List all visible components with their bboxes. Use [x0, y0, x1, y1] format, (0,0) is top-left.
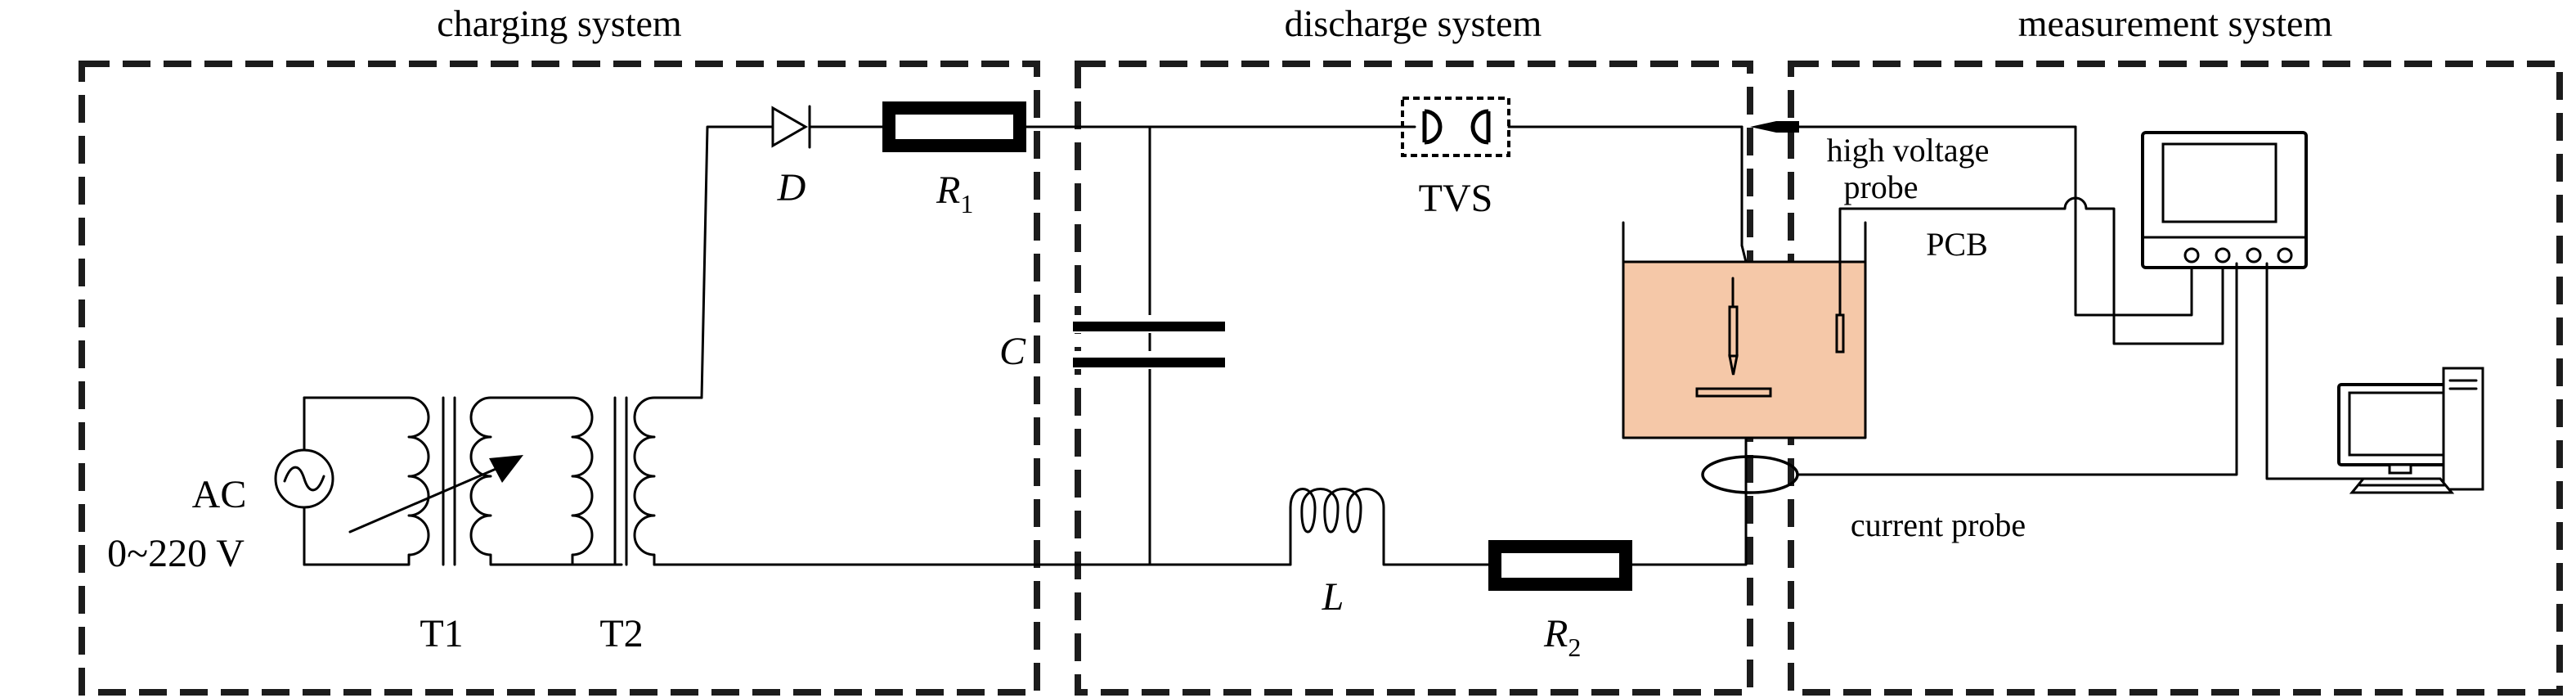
plate-electrode	[1695, 387, 1772, 398]
r2-label-main: R	[1543, 612, 1568, 655]
current-probe-label: current probe	[1851, 507, 2026, 543]
scope-channel-3-icon	[2246, 247, 2262, 263]
hv-probe-label-1: high voltage	[1827, 132, 1990, 169]
charging-system-box	[79, 61, 1040, 696]
hv-probe-label-2: probe	[1843, 169, 1918, 205]
ac-source	[274, 396, 334, 566]
r1-label: R1	[936, 169, 973, 218]
inductor	[1289, 488, 1492, 566]
reaction-cell	[1622, 125, 1867, 566]
t2-label: T2	[599, 612, 643, 655]
scope-channel-2-icon	[2215, 247, 2231, 263]
resistor-r1	[882, 101, 1026, 152]
ac-label: AC	[192, 473, 247, 516]
r1-label-main: R	[936, 169, 960, 212]
capacitor-label: C	[999, 330, 1026, 373]
oscilloscope	[2141, 131, 2308, 269]
transformer-t1	[303, 396, 623, 566]
liquid-fill	[1623, 262, 1865, 438]
tvs-device	[1401, 97, 1510, 157]
computer-icon	[2265, 262, 2484, 494]
charging-system-title: charging system	[437, 2, 682, 44]
inductor-label: L	[1322, 575, 1344, 619]
diode	[771, 105, 886, 149]
tvs-label: TVS	[1419, 177, 1493, 220]
hv-probe	[1750, 121, 2193, 317]
r2-label: R2	[1543, 612, 1581, 662]
resistor-r2	[1488, 540, 1632, 591]
diode-label: D	[777, 166, 806, 209]
transformer-t2	[613, 125, 774, 566]
capacitor	[1071, 315, 1227, 369]
t1-label: T1	[420, 612, 463, 655]
measurement-system-title: measurement system	[2018, 2, 2333, 44]
r1-label-sub: 1	[960, 189, 973, 218]
r2-label-sub: 2	[1568, 633, 1581, 662]
scope-channel-4-icon	[2277, 247, 2293, 263]
current-probe	[1701, 262, 2238, 494]
pcb-label: PCB	[1926, 226, 1988, 263]
discharge-system-title: discharge system	[1285, 2, 1542, 44]
scope-channel-1-icon	[2183, 247, 2200, 263]
pcb-wire	[1838, 196, 2224, 345]
ac-voltage-range: 0~220 V	[107, 532, 245, 575]
variac-arrow-icon	[489, 455, 523, 483]
